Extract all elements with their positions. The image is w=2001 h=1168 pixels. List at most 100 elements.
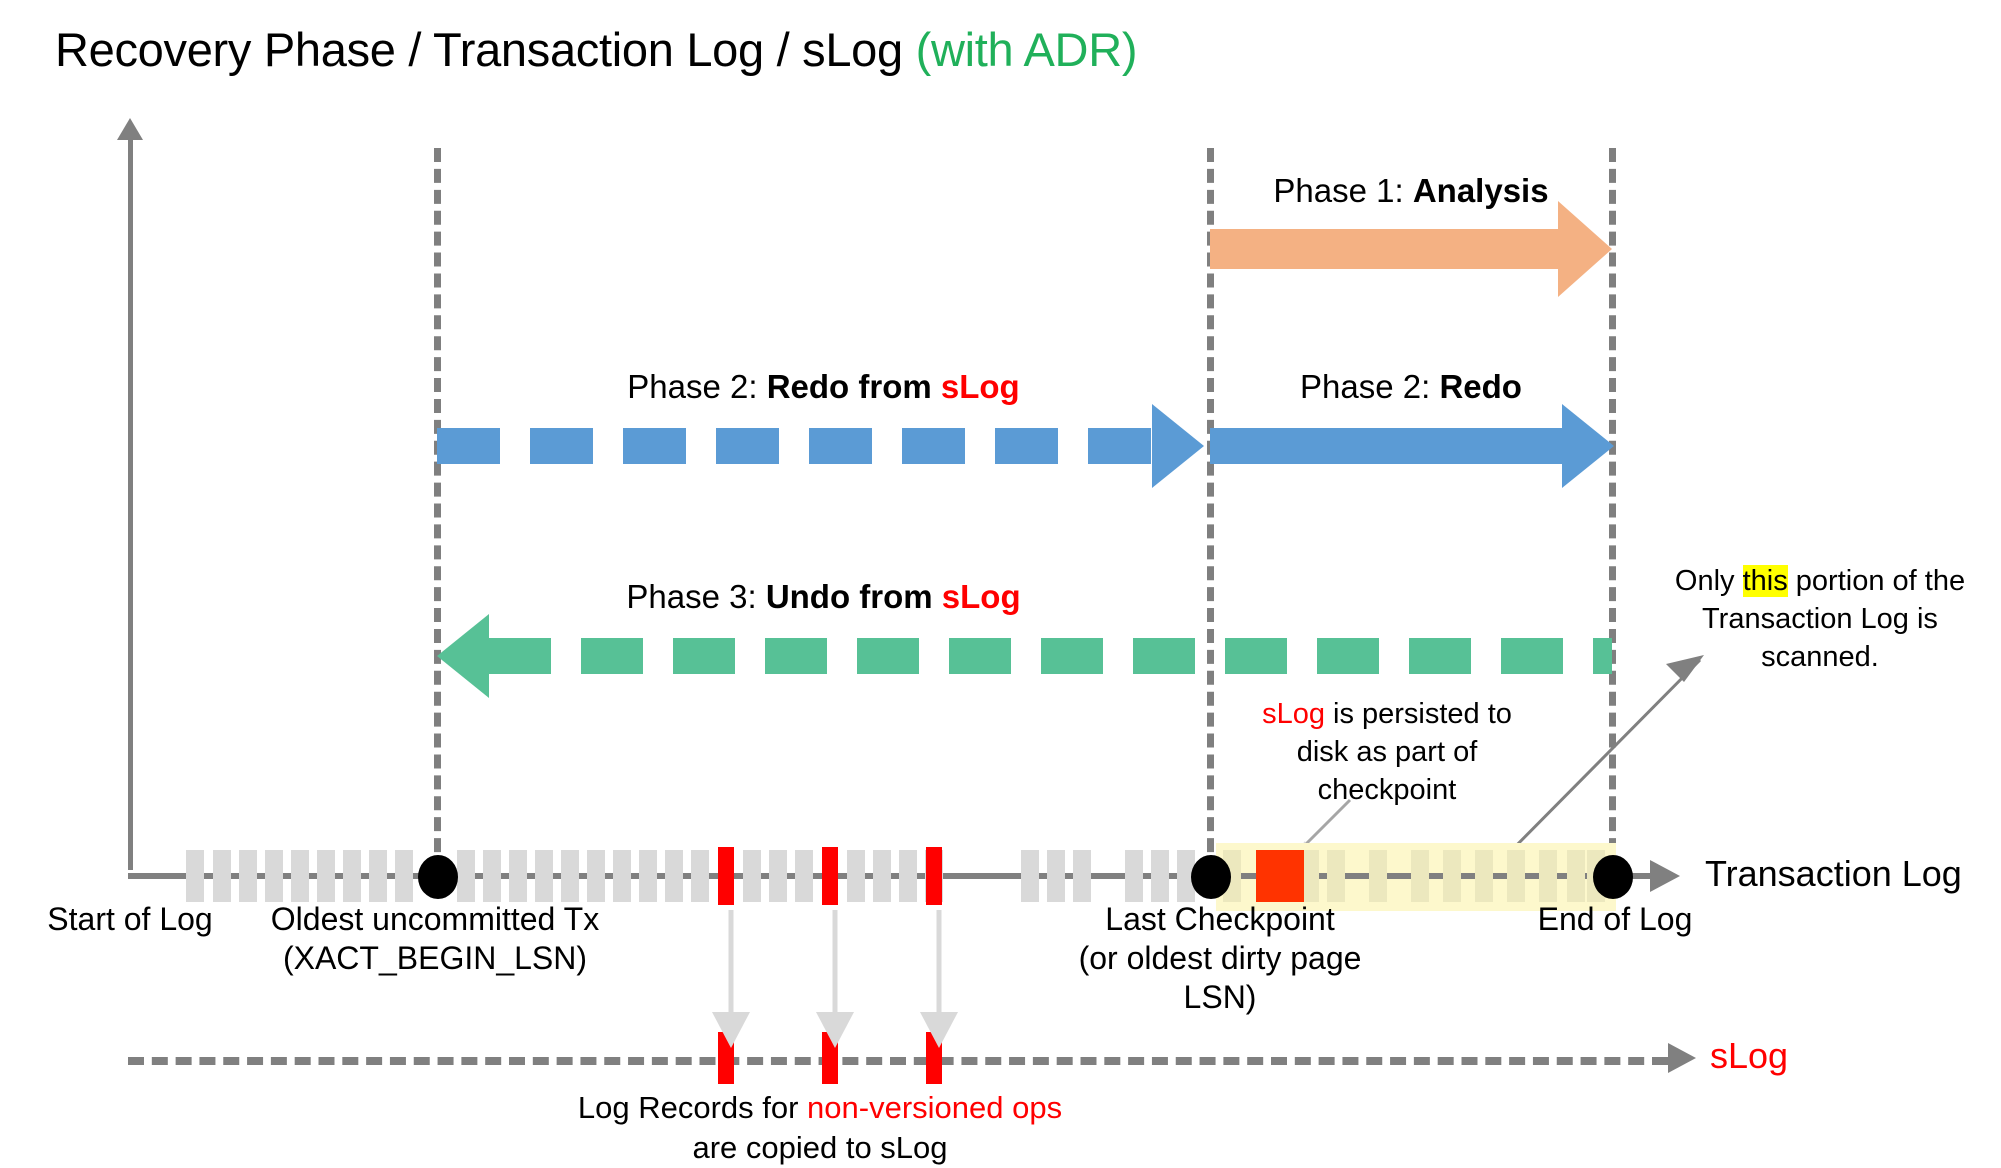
log-record-tick (561, 850, 579, 902)
vertical-axis-arrowhead (117, 118, 143, 140)
non-versioned-log-record (926, 847, 942, 905)
guide-line-last-checkpoint (1207, 148, 1214, 873)
page-title: Recovery Phase / Transaction Log / sLog … (55, 20, 1138, 80)
callout-slog-copy: Log Records for non-versioned ops are co… (560, 1088, 1080, 1168)
phase-2-redo-arrow (1210, 404, 1614, 488)
non-versioned-log-record (718, 847, 734, 905)
log-record-tick (483, 850, 501, 902)
log-record-tick (1073, 850, 1091, 902)
slog-axis (128, 1057, 1668, 1065)
phase-2-arrowhead (1562, 404, 1614, 488)
callout-scan-line1b: portion of the (1787, 565, 1966, 597)
phase-2-prefix: Phase 2: (1300, 368, 1440, 405)
callout-slog-copy-emphasis: non-versioned ops (807, 1090, 1063, 1125)
phase-3-name: Undo from (765, 578, 942, 615)
phase-1-name: Analysis (1412, 172, 1549, 209)
label-slog: sLog (1710, 1035, 1789, 1076)
log-record-tick (769, 850, 787, 902)
log-record-tick (1125, 850, 1143, 902)
log-record-tick (265, 850, 283, 902)
log-record-tick-scanned (1411, 850, 1429, 902)
phase-3-undo-from-slog-arrow (437, 614, 1612, 698)
log-record-tick (1021, 850, 1039, 902)
log-record-tick (1047, 850, 1065, 902)
phase-3-target: sLog (941, 578, 1021, 615)
log-record-tick (847, 850, 865, 902)
phase-2-slog-name: Redo from (766, 368, 941, 405)
phase-3-arrow-shaft (489, 638, 1612, 674)
callout-checkpoint-line2: disk as part of (1296, 736, 1478, 768)
page-title-main: Recovery Phase / Transaction Log / sLog (55, 23, 916, 76)
callout-checkpoint-line1: is persisted to (1324, 698, 1512, 730)
log-record-tick-scanned (1539, 850, 1557, 902)
page-title-accent: (with ADR) (915, 23, 1138, 76)
phase-2-label: Phase 2: Redo (1210, 368, 1612, 406)
callout-checkpoint-slog: sLog (1262, 698, 1325, 730)
phase-2-slog-arrow-shaft (437, 428, 1155, 464)
phase-3-prefix: Phase 3: (626, 578, 766, 615)
log-record-tick (899, 850, 917, 902)
callout-scan-portion: Only this portion of the Transaction Log… (1645, 562, 1995, 676)
slog-checkpoint-block (1256, 850, 1304, 902)
label-oldest-uncommitted-tx: Oldest uncommitted Tx (XACT_BEGIN_LSN) (255, 900, 615, 978)
log-record-tick-scanned (1475, 850, 1493, 902)
phase-2-slog-prefix: Phase 2: (627, 368, 767, 405)
label-last-checkpoint: Last Checkpoint (or oldest dirty page LS… (1040, 900, 1400, 1017)
log-record-tick (395, 850, 413, 902)
log-record-tick (743, 850, 761, 902)
label-oldest-tx-line1: Oldest uncommitted Tx (270, 901, 600, 937)
phase-2-arrow-shaft (1210, 428, 1565, 464)
phase-1-label: Phase 1: Analysis (1210, 172, 1612, 210)
callout-slog-copy-line1a: Log Records for (577, 1090, 808, 1125)
label-start-of-log: Start of Log (47, 901, 213, 937)
slog-record-tick (718, 1032, 734, 1084)
log-record-tick-scanned (1301, 850, 1319, 902)
log-record-tick (1177, 850, 1195, 902)
log-record-tick (369, 850, 387, 902)
marker-oldest-uncommitted-tx (418, 855, 458, 899)
slog-record-tick (822, 1032, 838, 1084)
callout-checkpoint-line3: checkpoint (1317, 774, 1457, 806)
callout-scan-line2: Transaction Log is scanned. (1702, 603, 1938, 673)
log-record-tick (639, 850, 657, 902)
label-oldest-tx-line2: (XACT_BEGIN_LSN) (282, 940, 588, 976)
phase-2-slog-arrowhead (1152, 404, 1204, 488)
log-record-tick-scanned (1369, 850, 1387, 902)
log-record-tick (691, 850, 709, 902)
callout-scan-line1a: Only (1674, 565, 1743, 597)
phase-2-name: Redo (1439, 368, 1522, 405)
label-transaction-log: Transaction Log (1705, 853, 1962, 894)
marker-last-checkpoint (1191, 855, 1231, 899)
log-record-tick (1151, 850, 1169, 902)
log-record-tick (613, 850, 631, 902)
vertical-axis (128, 125, 133, 870)
guide-line-end-of-log (1609, 148, 1616, 873)
phase-1-analysis-arrow (1210, 201, 1612, 297)
log-record-tick (873, 850, 891, 902)
phase-2-slog-target: sLog (940, 368, 1020, 405)
log-record-tick-scanned (1567, 850, 1585, 902)
non-versioned-log-record (822, 847, 838, 905)
slog-record-tick (926, 1032, 942, 1084)
label-last-checkpoint-title: Last Checkpoint (1105, 901, 1335, 937)
slog-arrowhead (1668, 1043, 1696, 1073)
log-record-tick (291, 850, 309, 902)
log-record-tick (509, 850, 527, 902)
log-record-tick (665, 850, 683, 902)
log-record-tick (213, 850, 231, 902)
phase-2-slog-label: Phase 2: Redo from sLog (437, 368, 1210, 406)
label-last-checkpoint-note1: (or oldest dirty page (1078, 940, 1362, 976)
callout-scan-highlight: this (1742, 565, 1788, 597)
log-record-tick-scanned (1327, 850, 1345, 902)
phase-1-prefix: Phase 1: (1273, 172, 1413, 209)
log-record-tick-scanned (1507, 850, 1525, 902)
log-record-tick-scanned (1443, 850, 1461, 902)
log-record-tick (317, 850, 335, 902)
label-end-of-log: End of Log (1537, 901, 1693, 937)
marker-end-of-log (1593, 855, 1633, 899)
phase-1-arrow-shaft (1210, 229, 1562, 269)
phase-2-redo-from-slog-arrow (437, 404, 1210, 488)
transaction-log-arrowhead (1650, 860, 1680, 892)
callout-checkpoint: sLog is persisted to disk as part of che… (1222, 695, 1552, 809)
log-record-tick (343, 850, 361, 902)
